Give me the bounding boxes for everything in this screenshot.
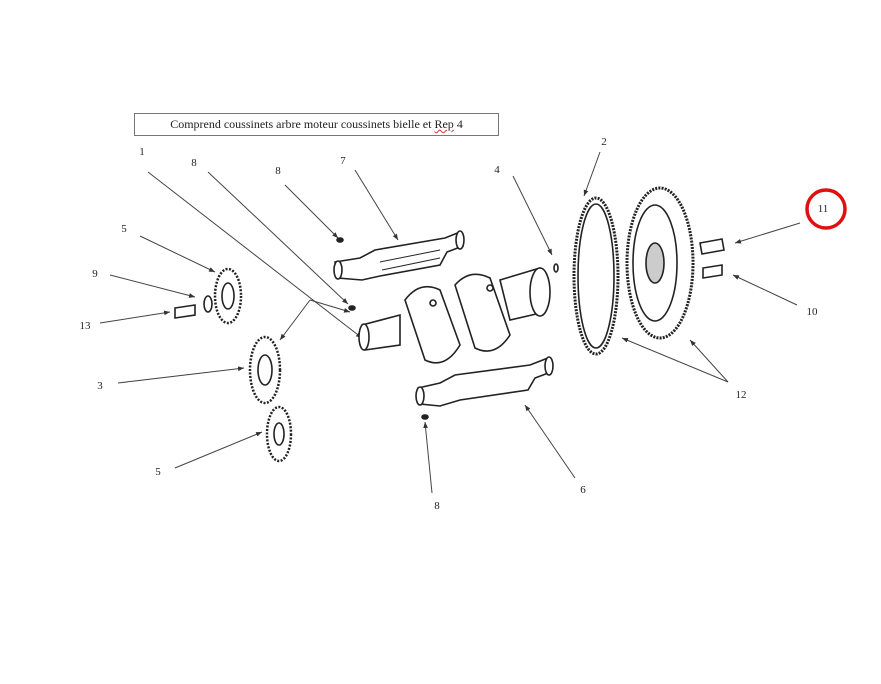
caption-text: Comprend coussinets arbre moteur coussin…	[170, 117, 435, 131]
label-5: 5	[121, 223, 127, 235]
dowel-11	[699, 238, 725, 255]
label-2: 2	[601, 136, 607, 148]
label-10: 10	[806, 306, 818, 318]
parts	[174, 186, 725, 463]
balance-shaft-bottom	[415, 356, 554, 407]
label-8: 8	[434, 500, 440, 512]
label-13: 13	[79, 320, 91, 332]
label-9: 9	[92, 268, 98, 280]
washer	[203, 295, 213, 313]
highlight-circle	[805, 188, 847, 230]
label-11: 11	[817, 203, 829, 215]
leader-lines	[99, 151, 801, 494]
label-6: 6	[580, 484, 586, 496]
caption-box: Comprend coussinets arbre moteur coussin…	[134, 113, 499, 136]
gear-top	[213, 267, 243, 325]
label-12: 12	[735, 389, 747, 401]
caption-rep: Rep	[434, 117, 454, 131]
label-8: 8	[275, 165, 281, 177]
gear-middle	[248, 335, 282, 405]
caption-number: 4	[453, 117, 463, 131]
balance-shaft-top	[333, 230, 465, 281]
crankshaft	[358, 267, 551, 364]
flywheel	[625, 186, 695, 340]
label-3: 3	[97, 380, 103, 392]
label-5: 5	[155, 466, 161, 478]
bolt	[174, 304, 196, 319]
bolt-10	[702, 264, 723, 279]
label-4: 4	[494, 164, 500, 176]
label-7: 7	[340, 155, 346, 167]
label-8: 8	[191, 157, 197, 169]
gear-bottom	[265, 405, 293, 463]
label-1: 1	[139, 146, 145, 158]
